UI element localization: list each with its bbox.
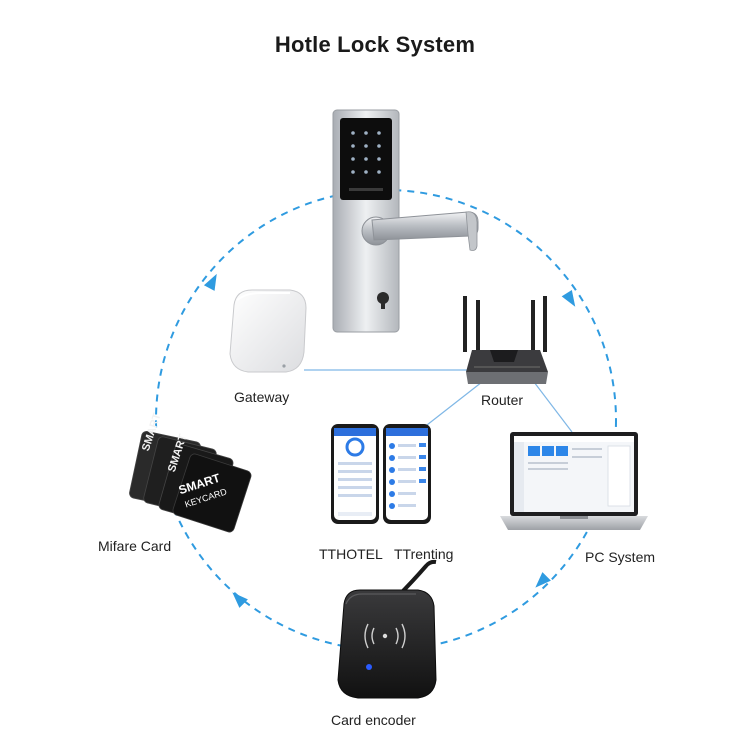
- card-encoder-image: [337, 559, 437, 699]
- label-ttrenting: TTrenting: [394, 546, 454, 562]
- diagram-title: Hotle Lock System: [274, 32, 476, 57]
- flow-arrow-top-right: [561, 290, 576, 307]
- label-card-encoder: Card encoder: [331, 712, 416, 728]
- label-router: Router: [481, 392, 524, 408]
- router-image: [463, 296, 548, 384]
- laptop-image: [500, 432, 648, 530]
- flow-arrow-top-left: [203, 273, 217, 291]
- label-mifare-card: Mifare Card: [98, 538, 172, 554]
- phone-ttrenting-image: [383, 424, 431, 524]
- phone-tthotel-image: [331, 424, 379, 524]
- label-tthotel: TTHOTEL: [319, 546, 383, 562]
- label-pc-system: PC System: [585, 549, 656, 565]
- connector-router-phones: [417, 381, 483, 433]
- door-lock-image: [332, 109, 479, 333]
- label-gateway: Gateway: [234, 389, 290, 405]
- flow-arrow-bottom-right: [535, 572, 551, 588]
- connector-router-pc: [533, 381, 573, 433]
- flow-arrow-bottom-left: [232, 592, 248, 608]
- gateway-image: [229, 289, 307, 373]
- mifare-cards-image: [129, 431, 252, 533]
